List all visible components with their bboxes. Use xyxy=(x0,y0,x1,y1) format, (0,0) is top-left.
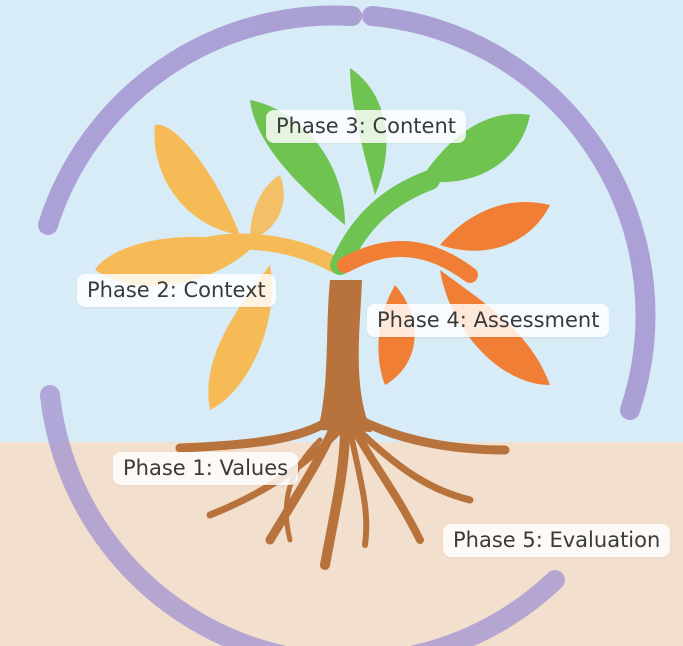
cycle-ring xyxy=(38,5,656,646)
leaf-icon xyxy=(154,124,240,235)
phase-1-values-label: Phase 1: Values xyxy=(113,452,299,485)
cycle-arrow-top-right xyxy=(362,6,656,420)
phase-3-content-label: Phase 3: Content xyxy=(266,110,467,143)
leaf-icon xyxy=(440,201,550,251)
phase-2-context-label: Phase 2: Context xyxy=(77,274,276,307)
roots xyxy=(175,415,510,570)
cycle-arrow-top-left xyxy=(38,5,362,235)
phase-4-assessment-label: Phase 4: Assessment xyxy=(367,304,610,337)
phase-5-evaluation-label: Phase 5: Evaluation xyxy=(443,524,671,557)
leaf-icon xyxy=(95,236,255,286)
cycle-arrow-bottom xyxy=(40,385,565,646)
assessment-branch xyxy=(337,241,478,283)
tree-trunk xyxy=(318,280,372,432)
leaf-icon xyxy=(250,175,284,240)
content-branch xyxy=(330,170,440,275)
leaf-icon xyxy=(420,113,530,183)
